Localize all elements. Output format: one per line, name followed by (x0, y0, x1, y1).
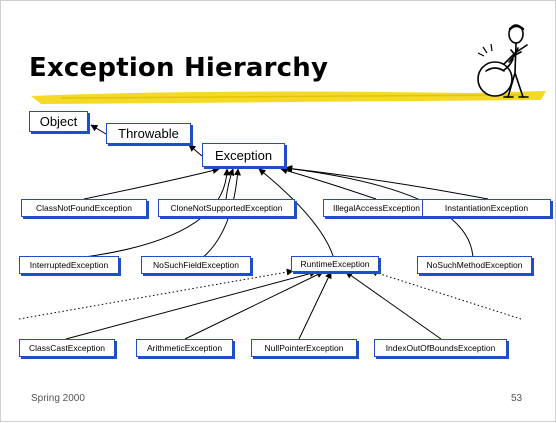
title-highlighter-stroke (31, 91, 546, 104)
node-clonenotsupportedexception: CloneNotSupportedException (158, 199, 295, 217)
node-interruptedexception: InterruptedException (19, 256, 119, 274)
edge-nosuchfield (200, 168, 241, 260)
node-nosuchfieldexception: NoSuchFieldException (141, 256, 251, 274)
edge-throwable-object (90, 124, 107, 135)
title-highlighter-streak (60, 94, 522, 99)
edge-arithmetic (184, 271, 324, 340)
node-object: Object (29, 111, 88, 132)
node-nosuchmethodexception: NoSuchMethodException (417, 256, 532, 274)
node-classnotfoundexception: ClassNotFoundException (21, 199, 147, 217)
node-indexoutofboundsexception: IndexOutOfBoundsException (374, 339, 507, 357)
node-throwable: Throwable (106, 123, 191, 144)
node-classcastexception: ClassCastException (19, 339, 115, 357)
node-instantiationexception: InstantiationException (422, 199, 551, 217)
node-arithmeticexception: ArithmeticException (136, 339, 233, 357)
edge-exception-throwable (188, 144, 203, 157)
edge-interrupted (68, 168, 231, 260)
page-number: 53 (511, 393, 523, 404)
edge-classnotfound (83, 167, 220, 200)
edge-classcast (65, 270, 317, 340)
node-nullpointerexception: NullPointerException (251, 339, 357, 357)
edge-runtime (258, 168, 335, 260)
edge-runtime-more-right (370, 269, 522, 320)
node-illegalaccessexception: IllegalAccessException (323, 199, 430, 217)
page-title: Exception Hierarchy (29, 53, 329, 83)
footer-left: Spring 2000 (31, 393, 85, 404)
edge-nullpointer (298, 271, 332, 340)
node-runtimeexception: RuntimeException (291, 256, 379, 272)
edge-clonenotsupported (225, 168, 235, 200)
edge-indexoutofbounds (345, 271, 442, 340)
node-exception: Exception (202, 143, 285, 167)
edge-runtime-more-left (18, 268, 294, 320)
